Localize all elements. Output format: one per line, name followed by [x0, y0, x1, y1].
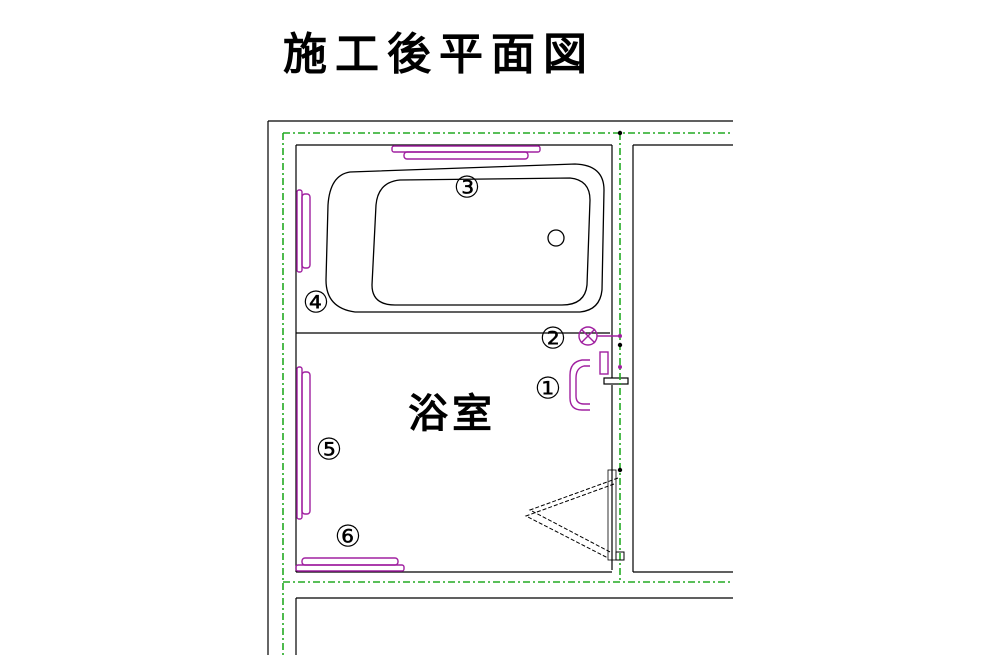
drain-icon: [547, 229, 565, 247]
handrail-bottom: [295, 557, 405, 572]
outer-walls: [267, 120, 733, 655]
marker-6: ⑥: [335, 520, 362, 555]
room-label: 浴室: [408, 391, 496, 437]
folding-door: [524, 469, 625, 561]
marker-4: ④: [303, 286, 330, 321]
handrail-left-lower: [296, 366, 311, 520]
handrail-top: [391, 145, 541, 160]
marker-5: ⑤: [316, 433, 343, 468]
wall-centerlines: [282, 130, 733, 655]
faucet-icon: [578, 326, 622, 346]
drawing-title: 施工後平面図: [283, 29, 595, 80]
marker-1: ①: [535, 372, 562, 407]
bathtub: [296, 163, 610, 334]
handrail-left-upper: [296, 189, 311, 273]
marker-2: ②: [540, 322, 567, 357]
handrail-faucet-side: [569, 351, 622, 411]
marker-3: ③: [454, 171, 481, 206]
